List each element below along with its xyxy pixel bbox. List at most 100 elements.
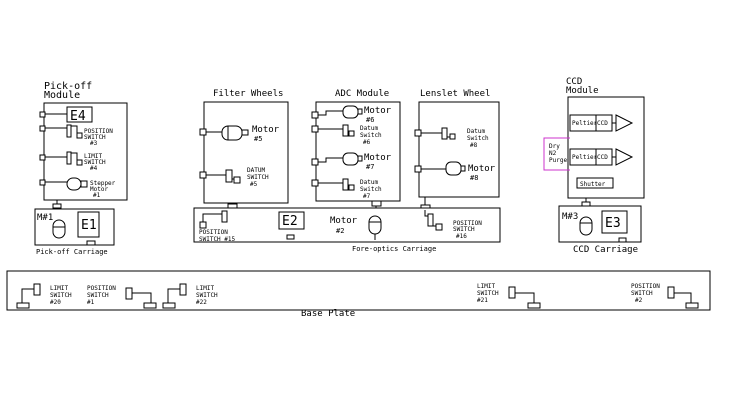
limit-21-l3: #21 bbox=[477, 297, 488, 304]
pos-2-l1: POSITION bbox=[631, 283, 660, 290]
shutter-label: Shutter bbox=[580, 181, 606, 188]
pos-15-l2: SWITCH #15 bbox=[199, 236, 236, 243]
pos-16-l2: SWITCH bbox=[453, 226, 475, 233]
filter-wheels-title: Filter Wheels bbox=[213, 89, 283, 99]
pickoff-carriage: M#1 E1 Pick-off Carriage bbox=[34, 200, 115, 256]
e1-label: E1 bbox=[81, 218, 97, 233]
ccd-1-label: CCD bbox=[597, 120, 608, 127]
motor-m3-icon bbox=[579, 216, 593, 236]
base-plate-box bbox=[6, 270, 711, 311]
lenslet-box bbox=[418, 101, 500, 198]
pos-15-l1: POSITION bbox=[199, 229, 228, 236]
motor-7-l2: #7 bbox=[366, 163, 374, 171]
purge-l3: Purge bbox=[549, 157, 567, 164]
limit-20-l3: #20 bbox=[50, 299, 61, 306]
datum-8-l3: #8 bbox=[470, 142, 478, 149]
adc-module: ADC Module Motor #6 Datum Switch #6 M bbox=[311, 89, 401, 202]
e2-box bbox=[278, 211, 305, 230]
motor-m1-icon bbox=[52, 219, 66, 239]
limit-22-l1: LIMIT bbox=[196, 285, 214, 292]
motor-8-icon bbox=[421, 161, 466, 176]
pickoff-module: Pick-off Module E4 POSITION SWITCH #3 LI… bbox=[39, 81, 128, 201]
datum-7-l3: #7 bbox=[363, 193, 371, 200]
pickoff-carriage-caption: Pick-off Carriage bbox=[36, 248, 108, 256]
e2-label: E2 bbox=[282, 214, 298, 229]
position-switch-3-icon bbox=[66, 124, 83, 139]
motor-5-l2: #5 bbox=[254, 135, 262, 143]
motor-2-icon bbox=[368, 215, 382, 240]
e3-box bbox=[601, 210, 628, 234]
m3-label: M#3 bbox=[562, 212, 578, 222]
datum-switch-7-icon bbox=[326, 178, 355, 191]
purge-l1: Dry bbox=[549, 143, 560, 150]
e3-label: E3 bbox=[605, 216, 621, 231]
pos-16-l1: POSITION bbox=[453, 220, 482, 227]
pickoff-carriage-box bbox=[34, 208, 115, 246]
pos-sw-3-l2: SWITCH bbox=[84, 134, 106, 141]
pos-1-l3: #1 bbox=[87, 299, 95, 306]
adc-box bbox=[315, 101, 401, 202]
motor-7-l1: Motor bbox=[364, 153, 392, 163]
pickoff-title-line1: Pick-off bbox=[44, 81, 92, 92]
foreoptics-carriage: POSITION SWITCH #15 E2 Motor #2 POSITION… bbox=[193, 197, 501, 253]
stepper-l2: Motor bbox=[90, 186, 108, 193]
pos-2-l3: #2 bbox=[635, 297, 643, 304]
shutter-box bbox=[576, 177, 614, 189]
pos-1-l1: POSITION bbox=[87, 285, 116, 292]
ccd-carriage: M#3 E3 CCD Carriage bbox=[558, 198, 642, 255]
limit-20-l2: SWITCH bbox=[50, 292, 72, 299]
ccd-2-label: CCD bbox=[597, 154, 608, 161]
e1-box bbox=[77, 211, 100, 238]
pos-1-l2: SWITCH bbox=[87, 292, 109, 299]
stepper-motor-1-icon bbox=[45, 177, 88, 191]
pos-2-l2: SWITCH bbox=[631, 290, 653, 297]
ccd-title-line2: Module bbox=[566, 86, 599, 96]
lenslet-wheel-module: Lenslet Wheel Datum Switch #8 Motor #8 bbox=[414, 89, 500, 198]
purge-l2: N2 bbox=[549, 150, 557, 157]
datum-switch-6-icon bbox=[326, 124, 355, 137]
pickoff-title-line2: Module bbox=[44, 90, 80, 101]
datum-6-l1: Datum bbox=[360, 125, 378, 132]
limit-switch-21-icon bbox=[508, 286, 541, 309]
limit-22-l3: #22 bbox=[196, 299, 207, 306]
filter-wheels-box bbox=[203, 101, 289, 204]
datum-switch-5-icon bbox=[206, 169, 241, 184]
motor-5-l1: Motor bbox=[252, 125, 280, 135]
position-switch-1-icon bbox=[125, 287, 157, 309]
limit-switch-20-icon bbox=[16, 283, 41, 309]
datum-6-l2: Switch bbox=[360, 132, 382, 139]
lenslet-title: Lenslet Wheel bbox=[420, 89, 490, 99]
limit-switch-22-icon bbox=[162, 283, 187, 309]
motor-2-l2: #2 bbox=[336, 227, 344, 235]
position-switch-15-icon bbox=[199, 210, 228, 229]
datum-7-l1: Datum bbox=[360, 179, 378, 186]
limit-22-l2: SWITCH bbox=[196, 292, 218, 299]
position-switch-2-icon bbox=[667, 286, 699, 309]
position-switch-16-icon bbox=[424, 210, 443, 231]
base-plate-caption: Base Plate bbox=[301, 309, 355, 319]
purge-line bbox=[543, 137, 570, 171]
adc-title: ADC Module bbox=[335, 89, 389, 99]
foreoptics-caption: Fore-optics Carriage bbox=[352, 245, 436, 253]
datum-5-l3: #5 bbox=[250, 181, 258, 188]
datum-5-l2: SWITCH bbox=[247, 174, 269, 181]
pos-sw-3-l3: #3 bbox=[90, 140, 98, 147]
limit-sw-4-l3: #4 bbox=[90, 165, 98, 172]
foreoptics-carriage-box bbox=[193, 207, 501, 243]
datum-7-l2: Switch bbox=[360, 186, 382, 193]
peltier-2-label: Peltier bbox=[572, 154, 598, 161]
motor-5-icon bbox=[206, 125, 249, 141]
limit-switch-4-icon bbox=[66, 151, 83, 166]
amplifier-2-icon bbox=[615, 148, 634, 166]
ccd-module: CCD Module Peltier CCD Peltier CCD Dry N… bbox=[543, 77, 645, 199]
datum-5-l1: DATUM bbox=[247, 167, 265, 174]
amplifier-1-icon bbox=[615, 114, 634, 132]
limit-sw-4-l2: SWITCH bbox=[84, 159, 106, 166]
filter-wheels-module: Filter Wheels Motor #5 DATUM SWITCH #5 bbox=[199, 89, 289, 204]
limit-21-l2: SWITCH bbox=[477, 290, 499, 297]
motor-6-l1: Motor bbox=[364, 106, 392, 116]
datum-8-l1: Datum bbox=[467, 128, 485, 135]
motor-6-l2: #6 bbox=[366, 116, 374, 124]
pos-sw-3-l1: POSITION bbox=[84, 128, 113, 135]
